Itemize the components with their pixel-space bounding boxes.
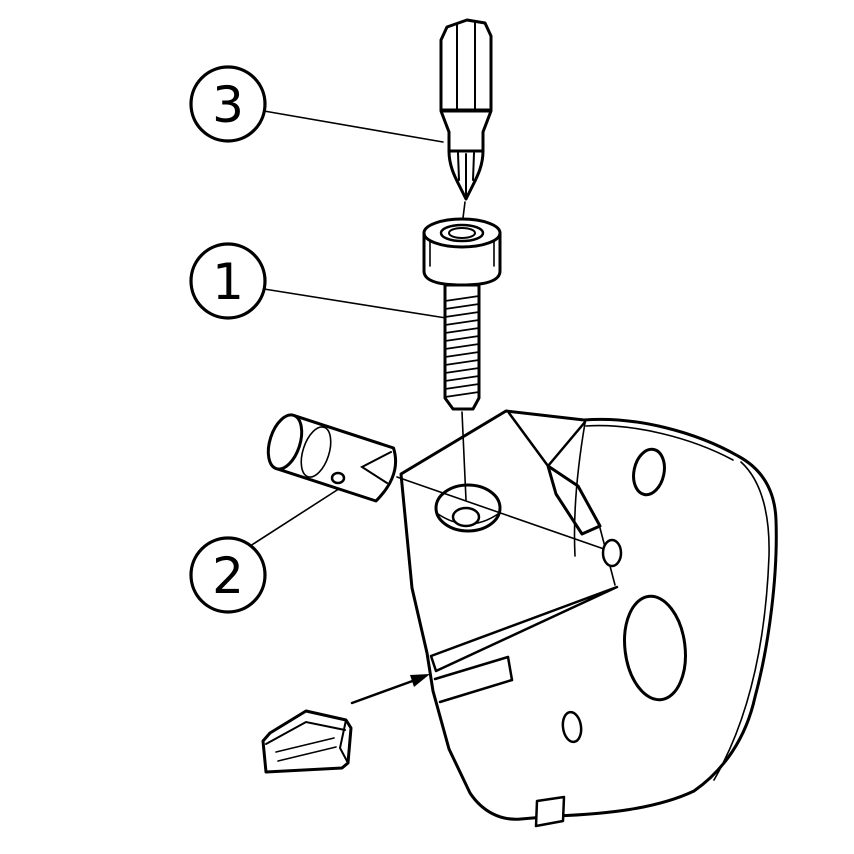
cutting-insert — [261, 709, 353, 774]
tool-tip-beak — [546, 464, 602, 536]
callout-3: 3 — [189, 65, 267, 143]
cap-head-screw — [422, 217, 502, 411]
head-flange-joint-contour — [573, 422, 586, 557]
insert-pocket-bottom-edge — [438, 678, 514, 704]
flange-right-inner-contour — [713, 461, 770, 781]
clamp-fork-slot — [360, 451, 392, 484]
insert-direction-arrow — [350, 674, 430, 705]
callout-1-circle — [189, 242, 267, 320]
screw-socket-hex — [448, 227, 476, 239]
flange-upper-hole — [632, 447, 666, 497]
callout-2: 2 — [189, 536, 267, 614]
callout-1: 1 — [189, 242, 267, 320]
clamp-cartridge — [266, 413, 398, 503]
insert-notch — [338, 719, 349, 764]
top-notch-right-edge — [546, 420, 587, 468]
arrow-head — [410, 674, 430, 687]
insert-pocket-top-edge — [433, 655, 510, 681]
torx-key-taper — [439, 109, 493, 153]
tool-body-outline — [399, 409, 778, 821]
leader-line-3 — [263, 110, 444, 143]
screw-through-hole — [451, 506, 481, 528]
insert-pocket-end-edge — [506, 655, 514, 682]
flange-lower-hole — [561, 710, 583, 744]
callout-2-label: 2 — [212, 547, 244, 605]
callout-2-circle — [189, 536, 267, 614]
torx-key-facet-lines — [456, 22, 476, 111]
callout-1-label: 1 — [212, 253, 244, 311]
flange-large-hole — [623, 594, 687, 702]
clamp-hole — [601, 538, 623, 568]
clamp-slot-sliver — [429, 585, 619, 673]
clamp-screw-hole — [330, 471, 346, 485]
screw-threads — [444, 295, 480, 398]
tool-body — [399, 409, 778, 828]
centerline-driver-to-screw — [462, 201, 466, 219]
centerline-clamp-to-hole — [396, 476, 605, 550]
torx-key — [439, 18, 493, 201]
leader-lines — [246, 110, 466, 549]
centerline-screw-to-hole — [461, 411, 467, 501]
clamp-body — [274, 413, 398, 503]
callout-3-circle — [189, 65, 267, 143]
leader-line-1 — [263, 288, 447, 319]
clamp-end-face — [266, 413, 304, 471]
leader-line-2 — [246, 482, 349, 549]
bottom-tab — [534, 795, 566, 828]
arrow-shaft — [350, 677, 420, 705]
flange-top-inner-contour — [585, 424, 734, 461]
torx-key-tip-flutes — [457, 152, 475, 197]
insert-chipbreaker-lines — [275, 737, 337, 762]
clamp-step-contour — [300, 426, 332, 478]
torx-key-hex-shank — [439, 18, 493, 112]
insert-top-edge — [265, 720, 346, 745]
insert-outline — [261, 709, 353, 774]
callout-3-label: 3 — [212, 76, 244, 134]
top-notch-left-edge — [507, 411, 550, 468]
screw-head-shading — [429, 239, 495, 267]
